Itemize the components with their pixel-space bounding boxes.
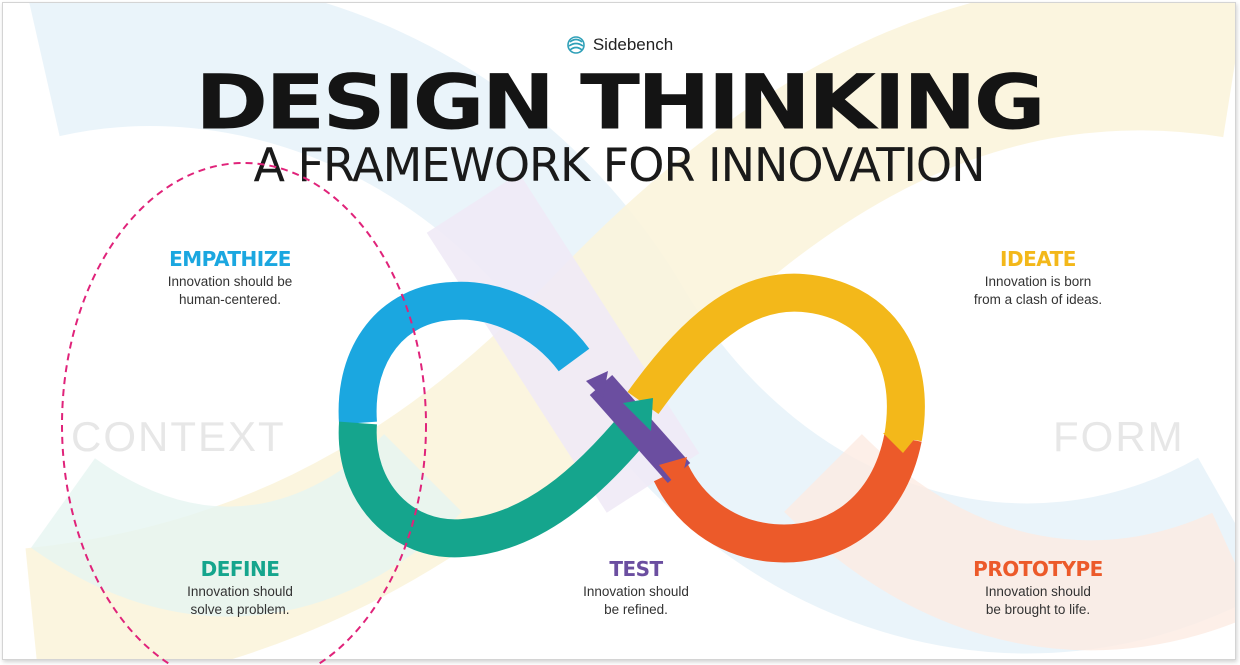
stage-prototype: PROTOTYPE Innovation should be brought t…: [923, 557, 1153, 619]
define-arrowhead: [623, 398, 653, 431]
stage-define-line1: Innovation should: [187, 584, 293, 599]
page-subtitle: A FRAMEWORK FOR INNOVATION: [253, 138, 985, 192]
stage-test: TEST Innovation should be refined.: [521, 557, 751, 619]
ideate-arrowhead: [883, 431, 921, 453]
stage-define-title: DEFINE: [200, 557, 280, 581]
stage-test-line2: be refined.: [604, 602, 668, 617]
stage-empathize-title: EMPATHIZE: [169, 247, 291, 271]
sidebench-logo-icon: [567, 36, 585, 54]
stage-ideate-title: IDEATE: [1000, 247, 1076, 271]
stage-empathize-line1: Innovation should be: [167, 274, 293, 289]
annotation-ellipse: [61, 162, 427, 665]
stage-ideate-line1: Innovation is born: [984, 274, 1092, 289]
brand-name: Sidebench: [592, 35, 674, 54]
stage-define-line2: solve a problem.: [190, 602, 290, 617]
stage-test-title: TEST: [609, 557, 663, 581]
ideate-arc: [627, 273, 925, 442]
stage-test-desc: Innovation should be refined.: [521, 583, 751, 619]
infinity-loop-icon: [338, 273, 925, 563]
prototype-arrowhead: [659, 457, 687, 489]
stage-define-desc: Innovation should solve a problem.: [125, 583, 355, 619]
brand: Sidebench: [3, 34, 1235, 56]
empathize-arc: [338, 281, 590, 425]
stage-define: DEFINE Innovation should solve a problem…: [125, 557, 355, 619]
page-title: DESIGN THINKING: [195, 58, 1046, 147]
stage-test-line1: Innovation should: [583, 584, 689, 599]
prototype-arc: [653, 433, 922, 563]
stage-ideate: IDEATE Innovation is born from a clash o…: [923, 247, 1153, 309]
test-arc: [589, 375, 691, 483]
stage-ideate-line2: from a clash of ideas.: [973, 292, 1103, 307]
stage-empathize: EMPATHIZE Innovation should be human-cen…: [115, 247, 345, 309]
form-background-word: FORM: [1053, 413, 1185, 460]
stage-prototype-title: PROTOTYPE: [973, 557, 1103, 581]
stage-prototype-line1: Innovation should: [985, 584, 1091, 599]
stage-ideate-desc: Innovation is born from a clash of ideas…: [923, 273, 1153, 309]
stage-empathize-line2: human-centered.: [178, 292, 282, 307]
context-background-word: CONTEXT: [71, 413, 286, 460]
test-arrowhead: [586, 371, 608, 398]
stage-prototype-desc: Innovation should be brought to life.: [923, 583, 1153, 619]
define-arc: [338, 410, 653, 558]
stage-empathize-desc: Innovation should be human-centered.: [115, 273, 345, 309]
stage-prototype-line2: be brought to life.: [985, 602, 1091, 617]
